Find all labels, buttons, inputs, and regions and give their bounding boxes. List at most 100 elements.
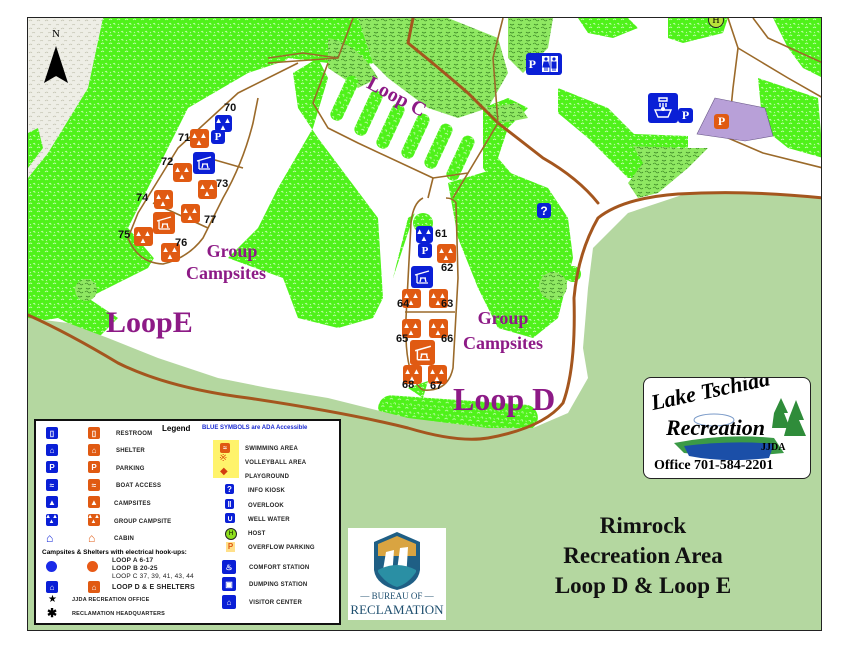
legend-title: Legend — [162, 424, 191, 433]
shelter-electric-icon-ada: ⌂ — [46, 581, 58, 593]
legend-label-parking: PARKING — [116, 466, 145, 472]
electric-icon — [87, 561, 98, 572]
shelter-icon[interactable] — [153, 212, 175, 234]
group-campsites-label-d: Group Campsites — [463, 306, 543, 356]
site-number-73: 73 — [216, 178, 229, 190]
comfort-station-icon: ♨ — [222, 560, 236, 574]
group-campsite-icon-71[interactable]: ▲▲▲ — [190, 129, 209, 148]
group-campsite-icon-72[interactable]: ▲▲▲ — [173, 163, 192, 182]
site-number-77: 77 — [204, 214, 217, 226]
parking-icon[interactable]: P — [211, 130, 225, 144]
well-water-icon: ∪ — [225, 513, 235, 523]
reclamation-line1: — BUREAU OF — — [360, 591, 434, 601]
loop-d-label: Loop D — [453, 381, 556, 417]
campsite-icon-ada: ▲ — [46, 496, 58, 508]
group-campsite-icon-75[interactable]: ▲▲▲ — [134, 227, 153, 246]
legend-label-office: JJDA RECREATION OFFICE — [72, 597, 150, 603]
site-number-71: 71 — [178, 132, 191, 144]
legend-label-overflow-parking: OVERFLOW PARKING — [248, 545, 315, 551]
overlook-icon: ‖ — [225, 499, 234, 509]
group-label-line1: Group — [206, 241, 258, 261]
site-number-66: 66 — [441, 333, 454, 345]
site-number-72: 72 — [161, 156, 174, 168]
dumping-station-icon: ▣ — [222, 577, 236, 591]
group-campsite-icon-66[interactable]: ▲▲▲ — [429, 319, 448, 338]
site-number-61: 61 — [435, 228, 448, 240]
campsite-icon: ▲ — [88, 496, 100, 508]
shelter-icon[interactable] — [410, 340, 435, 365]
boat-access-icon: ≈ — [88, 479, 100, 491]
lake-scene-icon — [674, 398, 806, 461]
site-number-67: 67 — [430, 380, 443, 392]
legend-label-host: HOST — [248, 531, 266, 537]
parking-icon-ada: P — [46, 461, 58, 473]
legend-label-visitor-center: VISITOR CENTER — [249, 600, 303, 606]
title-line3: Loop D & Loop E — [554, 573, 732, 598]
parking-icon: P — [528, 56, 536, 71]
cabin-icon-ada: ⌂ — [46, 531, 54, 545]
electric-loop-c: LOOP C 37, 39, 41, 43, 44 — [112, 573, 194, 580]
legend-label-overlook: OVERLOOK — [248, 503, 284, 509]
legend-label-hq: RECLAMATION HEADQUARTERS — [72, 611, 166, 617]
map-title: Rimrock Recreation Area Loop D & Loop E — [533, 511, 753, 601]
overflow-parking-icon: P — [226, 542, 235, 552]
group-campsite-icon-ada: ▲▲▲ — [45, 514, 59, 526]
overflow-parking-icon[interactable]: P — [714, 114, 729, 129]
group-campsite-icon-67[interactable]: ▲▲▲ — [428, 365, 447, 384]
group-campsite-icon-74[interactable]: ▲▲▲ — [154, 190, 173, 209]
legend-label-cabin: CABIN — [114, 536, 134, 542]
north-arrow: N — [41, 28, 71, 88]
electric-loop-a: LOOP A 6-17 — [112, 557, 154, 564]
parking-icon: P — [88, 461, 100, 473]
shelter-icon-ada: ⌂ — [46, 444, 58, 456]
site-number-63: 63 — [441, 298, 454, 310]
lake-tschida-logo: Lake Tschida Recreation JJDA Office 701-… — [643, 377, 811, 479]
legend-label-comfort-station: COMFORT STATION — [249, 565, 310, 571]
north-label: N — [52, 28, 60, 40]
group-campsite-icon: ▲▲▲ — [87, 514, 101, 526]
group-campsite-icon-73[interactable]: ▲▲▲ — [198, 180, 217, 199]
legend-label-shelter: SHELTER — [116, 448, 145, 454]
legend-label-restroom: RESTROOM — [116, 431, 153, 437]
group-campsite-icon-62[interactable]: ▲▲▲ — [437, 244, 456, 263]
logo-org: JJDA — [761, 442, 786, 453]
legend-label-swimming: SWIMMING AREA — [245, 446, 299, 452]
parking-restroom-icon[interactable]: P — [526, 53, 562, 75]
title-line1: Rimrock — [599, 513, 687, 538]
playground-icon: ◆ — [220, 466, 228, 477]
comfort-station-icon[interactable] — [648, 93, 678, 123]
shelter-icon: ⌂ — [88, 444, 100, 456]
restroom-icon: ▯ — [88, 427, 100, 439]
site-number-70: 70 — [224, 102, 237, 114]
star-icon: ★ — [48, 594, 57, 605]
group-campsite-icon-76[interactable]: ▲▲▲ — [161, 243, 180, 262]
group-campsite-icon-63[interactable]: ▲▲▲ — [429, 289, 448, 308]
loop-e-label: LoopE — [106, 306, 193, 339]
group-campsites-label-e: Group Campsites — [186, 240, 266, 284]
boat-access-icon-ada: ≈ — [46, 479, 58, 491]
info-kiosk-icon[interactable]: ? — [537, 203, 551, 218]
host-icon: H — [225, 528, 237, 540]
info-kiosk-icon: ? — [225, 484, 234, 494]
parking-icon[interactable]: P — [678, 108, 693, 123]
shelter-icon-ada[interactable] — [193, 152, 215, 174]
shelter-icon-ada[interactable] — [411, 266, 433, 288]
legend-label-playground: PLAYGROUND — [245, 474, 290, 480]
bureau-of-reclamation-logo: — BUREAU OF — RECLAMATION — [348, 528, 446, 620]
site-number-64: 64 — [397, 298, 410, 310]
group-label-line2: Campsites — [463, 333, 543, 353]
reclamation-shield-icon — [374, 532, 420, 590]
volleyball-icon: ※ — [219, 453, 228, 464]
group-campsite-icon-65[interactable]: ▲▲▲ — [402, 319, 421, 338]
group-campsite-icon-77[interactable]: ▲▲▲ — [181, 204, 200, 223]
group-campsite-icon-68[interactable]: ▲▲▲ — [403, 365, 422, 384]
site-number-62: 62 — [441, 262, 454, 274]
group-label-line2: Campsites — [186, 263, 266, 283]
group-campsite-icon-70[interactable]: ▲▲▲ — [214, 115, 233, 132]
electric-icon-ada — [46, 561, 57, 572]
group-campsite-icon-61[interactable]: ▲▲▲ — [415, 226, 434, 243]
parking-icon[interactable]: P — [418, 243, 432, 258]
site-number-65: 65 — [396, 333, 409, 345]
group-campsite-icon-64[interactable]: ▲▲▲ — [402, 289, 421, 308]
legend-label-campsites: CAMPSITES — [114, 501, 151, 507]
